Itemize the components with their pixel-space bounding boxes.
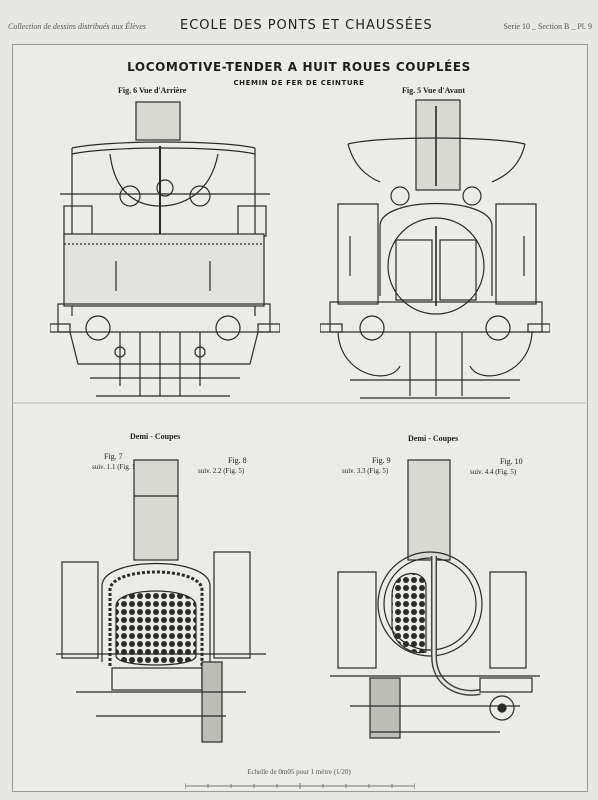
fig10-label: Fig. 10 bbox=[500, 457, 523, 466]
section-7-8-drawing bbox=[56, 459, 266, 743]
fig6-label: Fig. 6 Vue d'Arrière bbox=[118, 86, 187, 95]
front-view-drawing bbox=[320, 99, 550, 399]
fig5-label: Fig. 5 Vue d'Avant bbox=[402, 86, 465, 95]
demi-coupes-left-label: Demi - Coupes bbox=[130, 432, 181, 441]
section-divider bbox=[12, 402, 586, 404]
series-label: Serie 10 _ Section B _ Pl. 9 bbox=[503, 22, 592, 31]
fig7-sub-label: suiv. 1.1 (Fig. 5) bbox=[92, 463, 139, 471]
fig9-sub-label: suiv. 3.3 (Fig. 5) bbox=[342, 467, 389, 475]
plate-header: Collection de dessins distribués aux Élè… bbox=[0, 0, 598, 40]
school-name: ECOLE DES PONTS ET CHAUSSÉES bbox=[180, 18, 433, 33]
fig7-label: Fig. 7 bbox=[104, 452, 123, 461]
rear-view-drawing bbox=[50, 101, 280, 397]
scale-bar bbox=[185, 783, 415, 789]
plate-title: LOCOMOTIVE-TENDER A HUIT ROUES COUPLÉES bbox=[127, 60, 471, 74]
section-9-10-drawing bbox=[330, 459, 540, 739]
collection-label: Collection de dessins distribués aux Élè… bbox=[8, 22, 146, 31]
fig8-label: Fig. 8 bbox=[228, 456, 247, 465]
fig10-sub-label: suiv. 4.4 (Fig. 5) bbox=[470, 468, 517, 476]
scale-note: Echelle de 0m05 pour 1 mètre (1/20) bbox=[247, 768, 351, 776]
plate-subtitle: CHEMIN DE FER DE CEINTURE bbox=[233, 79, 365, 87]
fig9-label: Fig. 9 bbox=[372, 456, 391, 465]
drawing-sheet bbox=[12, 44, 588, 792]
demi-coupes-right-label: Demi - Coupes bbox=[408, 434, 459, 443]
fig8-sub-label: suiv. 2.2 (Fig. 5) bbox=[198, 467, 245, 475]
